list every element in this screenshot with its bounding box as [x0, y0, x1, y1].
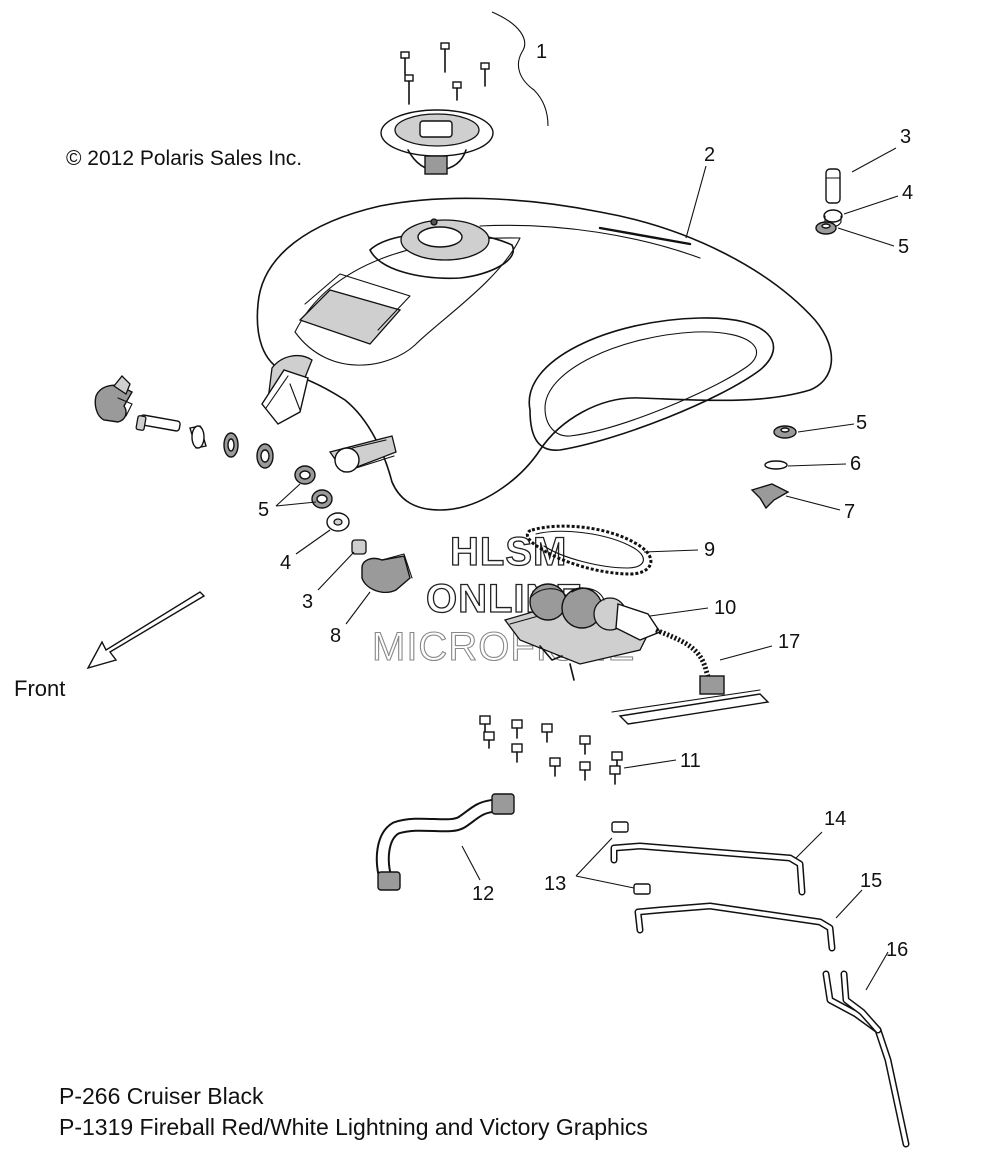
vent-line-connectors: [611, 821, 651, 895]
fuel-hose: [375, 793, 515, 891]
callout-11: 11: [680, 750, 701, 772]
fuel-tank: [256, 197, 833, 511]
rear-mount-hardware: [750, 168, 843, 510]
callout-5-rear-lower: 5: [856, 412, 867, 434]
callout-17: 17: [778, 631, 800, 653]
vent-line-15: [634, 902, 836, 952]
callout-10: 10: [714, 597, 736, 619]
callout-2: 2: [704, 144, 715, 166]
callout-15: 15: [860, 870, 882, 892]
side-mount-stack: [294, 465, 413, 594]
pump-gasket: [525, 524, 653, 576]
cap-bolts: [400, 42, 490, 105]
callout-4-front: 4: [280, 552, 291, 574]
paint-note-1: P-266 Cruiser Black: [59, 1083, 264, 1109]
callout-3-front: 3: [302, 591, 313, 613]
callout-3-rear: 3: [900, 126, 911, 148]
callout-4-rear: 4: [902, 182, 913, 204]
pump-screws: [479, 715, 623, 785]
callout-5-front: 5: [258, 499, 269, 521]
callout-5-rear-upper: 5: [898, 236, 909, 258]
fuel-pump-assembly: [503, 583, 725, 695]
front-mount-hardware: [94, 375, 274, 469]
callout-7: 7: [844, 501, 855, 523]
copyright-text: © 2012 Polaris Sales Inc.: [66, 147, 303, 170]
callout-14: 14: [824, 808, 846, 830]
watermark-line-1: HLSM: [450, 530, 567, 574]
leader-lines: [275, 11, 899, 991]
callout-9: 9: [704, 539, 715, 561]
callout-numbers: 1 2 3 4 5 5 6 7 9 10 17 5 4 3 8 11 12 13…: [258, 41, 913, 961]
callout-8: 8: [330, 625, 341, 647]
vent-line-16: [822, 970, 910, 1148]
callout-6: 6: [850, 453, 861, 475]
fuel-cap-assembly: [380, 42, 494, 175]
callout-1: 1: [536, 41, 547, 63]
callout-12: 12: [472, 883, 494, 905]
paint-note-2: P-1319 Fireball Red/White Lightning and …: [59, 1114, 648, 1140]
callout-13: 13: [544, 873, 566, 895]
pump-cover-plate: [611, 689, 770, 725]
front-arrow-icon: [86, 591, 206, 670]
vent-line-14: [610, 842, 806, 896]
front-label: Front: [14, 676, 66, 701]
callout-16: 16: [886, 939, 908, 961]
